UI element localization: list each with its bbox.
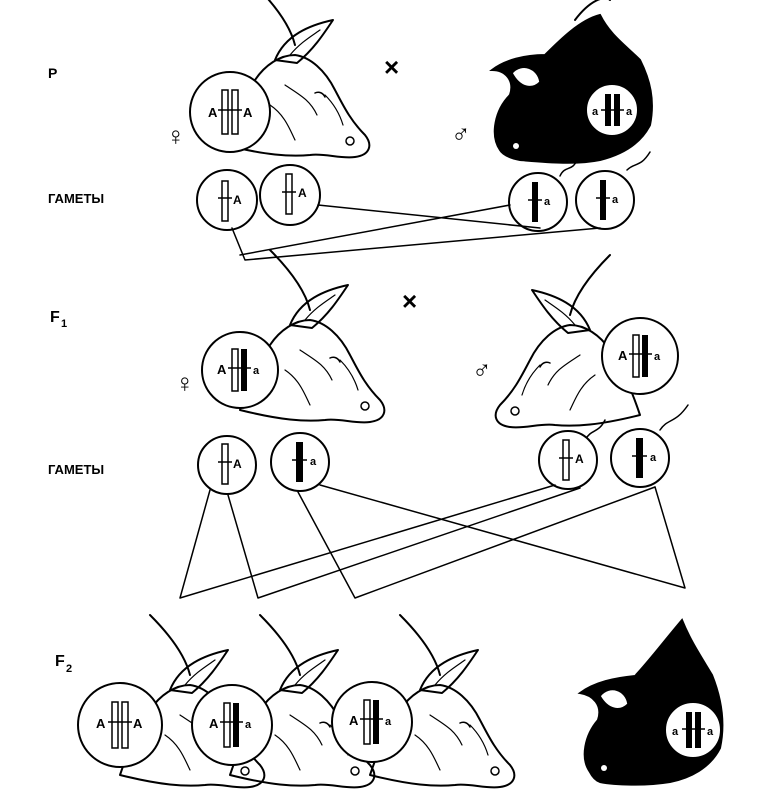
f2-pig-4-black: a a [577,618,724,786]
svg-text:F: F [55,653,65,670]
svg-text:F: F [50,309,60,326]
f2-pig-3: A a [331,614,516,789]
svg-text:2: 2 [66,663,72,675]
gamete-f1-male-2: a [610,404,689,488]
label-p: P [48,65,57,81]
allele-right: a [626,106,633,118]
gamete-p-female-1: A [196,169,258,231]
allele-right: a [654,351,661,363]
label-gametes-f1: ГАМЕТЫ [48,462,104,477]
label-f2: F 2 [55,653,72,675]
label-f1: F 1 [50,309,67,330]
female-symbol-f1: ♀ [175,368,195,398]
allele-left: A [208,105,218,120]
f1-male-pig: A a [496,255,679,427]
p-cross-lines [231,204,601,261]
female-symbol-p: ♀ [166,121,186,151]
f1-cross-lines [179,484,686,599]
svg-text:1: 1 [61,318,67,330]
allele: a [544,196,551,208]
allele: a [310,456,317,468]
allele-left: A [618,348,628,363]
allele-left: A [349,713,359,728]
allele: a [650,452,657,464]
allele-right: a [253,365,260,377]
f2-pig-1: A A [77,614,266,789]
allele: A [233,193,242,207]
allele: A [298,186,307,200]
gamete-p-male-2: a [575,151,651,230]
gamete-f1-female-1: A [197,435,257,495]
gamete-p-male-1: a [508,159,578,232]
allele-right: a [245,719,252,731]
gamete-f1-female-2: a [270,432,330,492]
allele-right: a [707,726,714,738]
allele: a [612,194,619,206]
allele-right: a [385,716,392,728]
allele: A [575,452,584,466]
f1-female-pig: A a [201,249,386,424]
p-female-pig: A A [189,0,371,159]
label-gametes-p: ГАМЕТЫ [48,191,104,206]
f2-pig-2: A a [191,614,376,789]
allele: A [233,457,242,471]
allele-left: a [672,726,679,738]
p-male-pig: a a [489,0,653,164]
male-symbol-f1: ♂ [472,354,492,384]
allele-left: A [96,716,106,731]
allele-left: a [592,106,599,118]
allele-right: A [133,716,143,731]
allele-right: A [243,105,253,120]
allele-left: A [217,362,227,377]
cross-symbol-p: × [384,52,399,82]
male-symbol-p: ♂ [451,118,471,148]
gamete-f1-male-1: A [538,419,606,490]
gamete-p-female-2: A [259,164,321,226]
allele-left: A [209,716,219,731]
cross-symbol-f1: × [402,286,417,316]
